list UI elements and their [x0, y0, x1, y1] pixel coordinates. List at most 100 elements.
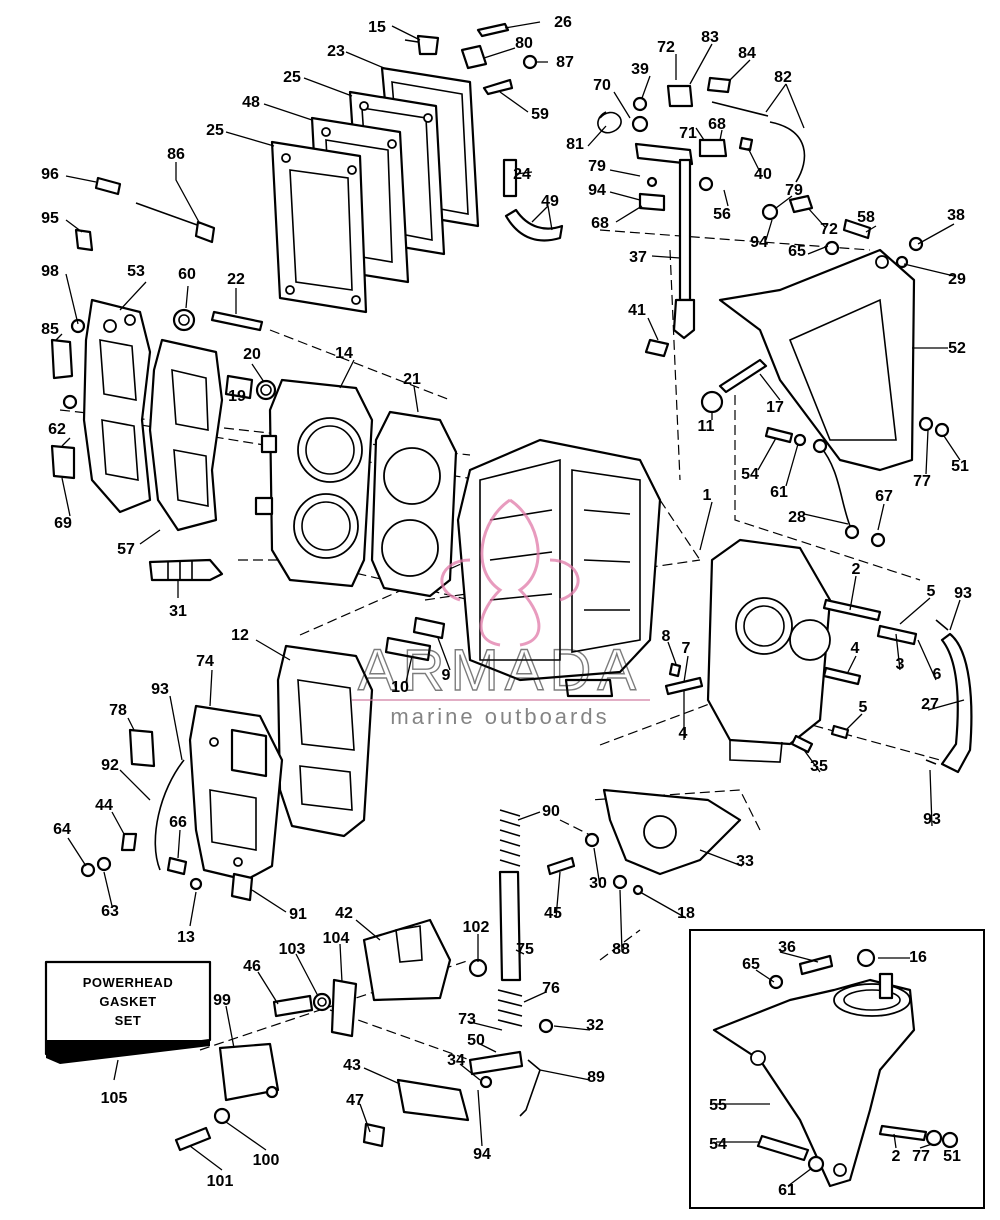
watermark-tagline: marine outboards	[390, 704, 609, 729]
part-label-54: 54	[741, 466, 759, 483]
part-label-71: 71	[679, 125, 697, 142]
part-label-49: 49	[541, 193, 559, 210]
part-label-81: 81	[566, 136, 584, 153]
part-label-35: 35	[810, 758, 828, 775]
part-label-96: 96	[41, 166, 59, 183]
part-label-104: 104	[323, 930, 350, 947]
part-label-67: 67	[875, 488, 893, 505]
bracket-42	[362, 918, 452, 1002]
part-label-55: 55	[709, 1097, 727, 1114]
part-label-78: 78	[109, 702, 127, 719]
part-label-94: 94	[588, 182, 606, 199]
part-label-53: 53	[127, 263, 145, 280]
part-label-69: 69	[54, 515, 72, 532]
part-label-46: 46	[243, 958, 261, 975]
part-label-102: 102	[463, 919, 490, 936]
crankcase-bolts	[664, 598, 918, 754]
part-label-27: 27	[921, 696, 939, 713]
part-label-21: 21	[403, 371, 421, 388]
part-label-93: 93	[151, 681, 169, 698]
part-label-42: 42	[335, 905, 353, 922]
part-label-18: 18	[677, 905, 695, 922]
part-label-56: 56	[713, 206, 731, 223]
part-label-80: 80	[515, 35, 533, 52]
part-label-64: 64	[53, 821, 71, 838]
hose-27	[925, 619, 973, 774]
part-label-15: 15	[368, 19, 386, 36]
part-label-31: 31	[169, 603, 187, 620]
part-label-63: 63	[101, 903, 119, 920]
part-label-29: 29	[948, 271, 966, 288]
part-label-38: 38	[947, 207, 965, 224]
part-label-103: 103	[279, 941, 306, 958]
part-label-13: 13	[177, 929, 195, 946]
part-label-100: 100	[253, 1152, 280, 1169]
part-label-22: 22	[227, 271, 245, 288]
part-label-74: 74	[196, 653, 214, 670]
intake-gasket-12	[276, 644, 374, 838]
part-label-17: 17	[766, 399, 784, 416]
part-label-5: 5	[859, 699, 868, 716]
part-label-30: 30	[589, 875, 607, 892]
part-label-33: 33	[736, 853, 754, 870]
part-label-23: 23	[327, 43, 345, 60]
linkage-assembly	[597, 76, 814, 358]
part-label-11: 11	[698, 418, 715, 435]
cylinder-head-14	[254, 378, 374, 588]
part-label-94: 94	[750, 234, 768, 251]
ground-wire-28	[764, 426, 886, 548]
part-label-24: 24	[513, 166, 531, 183]
part-label-37: 37	[629, 249, 647, 266]
part-label-76: 76	[542, 980, 560, 997]
part-label-90: 90	[542, 803, 560, 820]
kit-box-line-2: GASKET	[99, 994, 156, 1009]
inset-bracket-detail	[689, 929, 985, 1209]
part-label-84: 84	[738, 45, 756, 62]
part-label-20: 20	[243, 346, 261, 363]
part-label-92: 92	[101, 757, 119, 774]
part-label-77: 77	[912, 1148, 930, 1165]
part-label-19: 19	[228, 388, 246, 405]
part-label-73: 73	[458, 1011, 476, 1028]
part-label-25: 25	[206, 122, 224, 139]
part-label-6: 6	[933, 666, 942, 683]
part-label-4: 4	[679, 725, 688, 742]
part-label-50: 50	[467, 1032, 485, 1049]
part-label-72: 72	[820, 221, 838, 238]
thermostat-and-plug	[148, 310, 277, 582]
part-label-94: 94	[473, 1146, 491, 1163]
part-label-28: 28	[788, 509, 806, 526]
bracket-52	[700, 218, 950, 472]
part-label-2: 2	[892, 1148, 901, 1165]
part-label-36: 36	[778, 939, 796, 956]
part-label-47: 47	[346, 1092, 364, 1109]
dowel-pins	[384, 616, 446, 662]
part-label-77: 77	[913, 473, 931, 490]
exhaust-gasket-57	[148, 338, 224, 532]
part-label-45: 45	[544, 905, 562, 922]
exhaust-cover-53	[82, 298, 152, 514]
part-label-62: 62	[48, 421, 66, 438]
part-label-2: 2	[852, 561, 861, 578]
part-label-95: 95	[41, 210, 59, 227]
lower-fasteners	[174, 978, 541, 1152]
part-label-65: 65	[742, 956, 760, 973]
part-label-39: 39	[631, 61, 649, 78]
part-label-68: 68	[708, 116, 726, 133]
watermark-brand: ARMADA	[358, 638, 642, 703]
part-label-91: 91	[289, 906, 307, 923]
part-label-51: 51	[951, 458, 969, 475]
bracket-43	[362, 1078, 470, 1148]
part-label-58: 58	[857, 209, 875, 226]
part-label-52: 52	[948, 340, 966, 357]
part-label-93: 93	[923, 811, 941, 828]
part-label-16: 16	[909, 949, 927, 966]
rod-and-sleeve	[74, 176, 216, 252]
part-label-25: 25	[283, 69, 301, 86]
crankcase-right	[706, 538, 832, 763]
clip-78-and-hose-92	[80, 728, 254, 902]
part-label-44: 44	[95, 797, 113, 814]
part-label-8: 8	[662, 628, 671, 645]
